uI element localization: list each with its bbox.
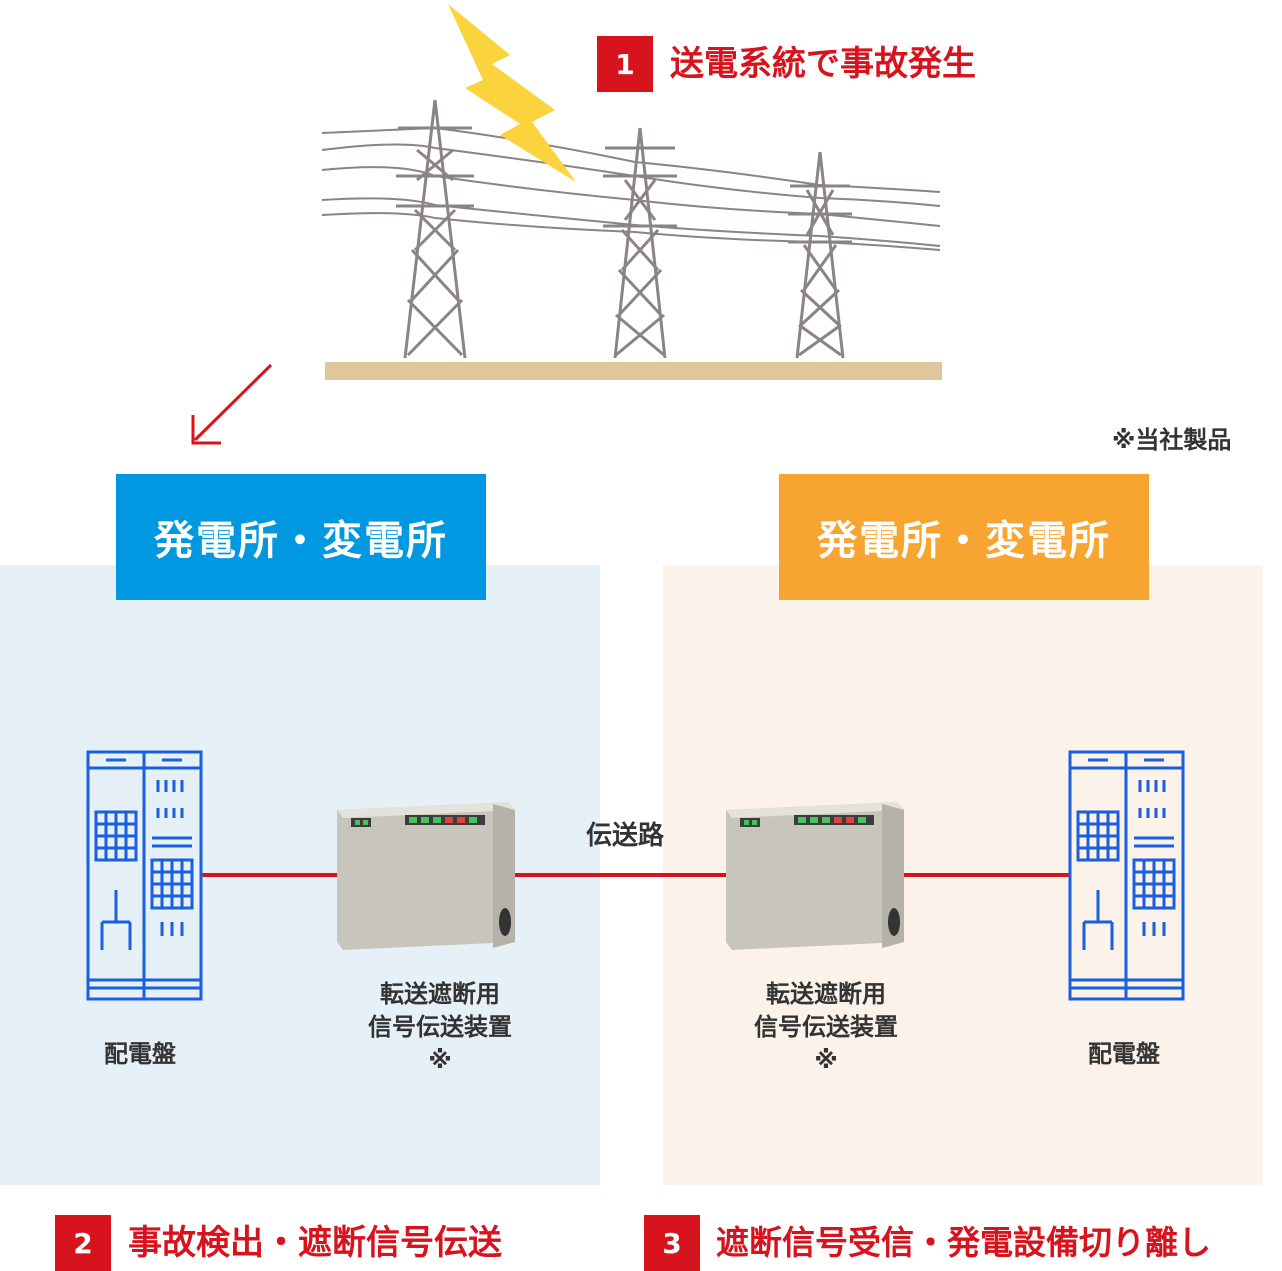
step1-label: 送電系統で事故発生 — [670, 44, 976, 84]
left-cable-line — [200, 873, 345, 877]
arrow-down-left-icon — [191, 363, 273, 445]
transmission-tower-icon — [396, 99, 474, 359]
signal-transmission-device-icon — [337, 802, 515, 950]
signal-transmission-device-icon — [726, 802, 904, 950]
step3-label: 遮断信号受信・発電設備切り離し — [716, 1223, 1211, 1262]
switchboard-icon — [86, 750, 203, 1001]
left-device-line2: 信号伝送装置 — [368, 1013, 512, 1041]
product-note: ※当社製品 — [1112, 426, 1232, 454]
step2-number: 2 — [55, 1215, 111, 1271]
right-cable-line — [900, 873, 1070, 877]
right-device-label: 転送遮断用 信号伝送装置 ※ — [716, 978, 936, 1077]
right-device-mark: ※ — [814, 1046, 838, 1074]
left-station-title: 発電所・変電所 — [116, 474, 486, 600]
transmission-tower-icon — [788, 151, 852, 359]
ground-strip — [325, 362, 942, 380]
right-station-title: 発電所・変電所 — [779, 474, 1149, 600]
switchboard-icon — [1068, 750, 1185, 1001]
left-device-label: 転送遮断用 信号伝送装置 ※ — [330, 978, 550, 1077]
step2-label: 事故検出・遮断信号伝送 — [128, 1223, 502, 1263]
right-device-line2: 信号伝送装置 — [754, 1013, 898, 1041]
transmission-lines-illustration — [321, 4, 942, 380]
lightning-bolt-icon — [448, 4, 576, 182]
step1-number: 1 — [597, 36, 653, 92]
left-panel-label: 配電盤 — [104, 1040, 176, 1068]
right-panel-label: 配電盤 — [1088, 1040, 1160, 1068]
transmission-tower-icon — [603, 127, 677, 359]
right-device-line1: 転送遮断用 — [766, 980, 886, 1008]
transmission-path-label: 伝送路 — [586, 821, 665, 851]
step3-number: 3 — [644, 1215, 700, 1271]
left-device-line1: 転送遮断用 — [380, 980, 500, 1008]
left-device-mark: ※ — [428, 1046, 452, 1074]
transmission-path-line — [512, 873, 732, 877]
